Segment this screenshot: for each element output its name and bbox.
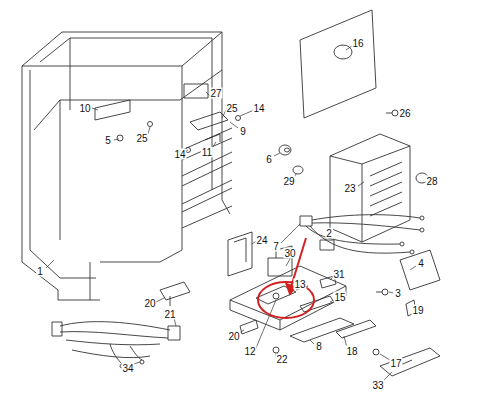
callout-number: 33: [371, 380, 384, 391]
callout-number: 29: [282, 176, 295, 187]
callout-number: 22: [275, 354, 288, 365]
callout-number: 3: [394, 288, 402, 299]
callout-number: 34: [121, 363, 134, 374]
callout-number: 20: [227, 331, 240, 342]
callout-number: 14: [252, 103, 265, 114]
callout-number: 21: [163, 309, 176, 320]
callout-number: 4: [417, 258, 425, 269]
callout-number: 10: [78, 103, 91, 114]
callout-number: 9: [239, 126, 247, 137]
callout-number: 12: [243, 346, 256, 357]
callout-number: 25: [225, 103, 238, 114]
callout-number: 17: [389, 358, 402, 369]
callout-number: 31: [332, 269, 345, 280]
callout-number: 26: [398, 108, 411, 119]
callout-number: 25: [135, 133, 148, 144]
callout-number: 11: [201, 147, 213, 158]
callout-number: 8: [315, 341, 323, 352]
callout-number: 6: [265, 154, 273, 165]
callout-number: 5: [104, 135, 112, 146]
callout-number: 19: [411, 305, 424, 316]
callout-number: 13: [293, 279, 306, 290]
callout-number: 28: [425, 176, 438, 187]
callout-number: 14: [173, 149, 186, 160]
callout-number: 27: [209, 88, 222, 99]
callout-number: 1: [36, 266, 44, 277]
callout-number: 7: [272, 241, 280, 252]
callout-number: 23: [343, 183, 356, 194]
callout-number: 24: [255, 235, 268, 246]
callout-number: 18: [345, 346, 358, 357]
callout-number: 16: [351, 38, 364, 49]
callout-number: 2: [325, 228, 333, 239]
callout-number: 30: [283, 248, 296, 259]
callout-number: 15: [333, 292, 346, 303]
callout-number: 20: [143, 298, 156, 309]
